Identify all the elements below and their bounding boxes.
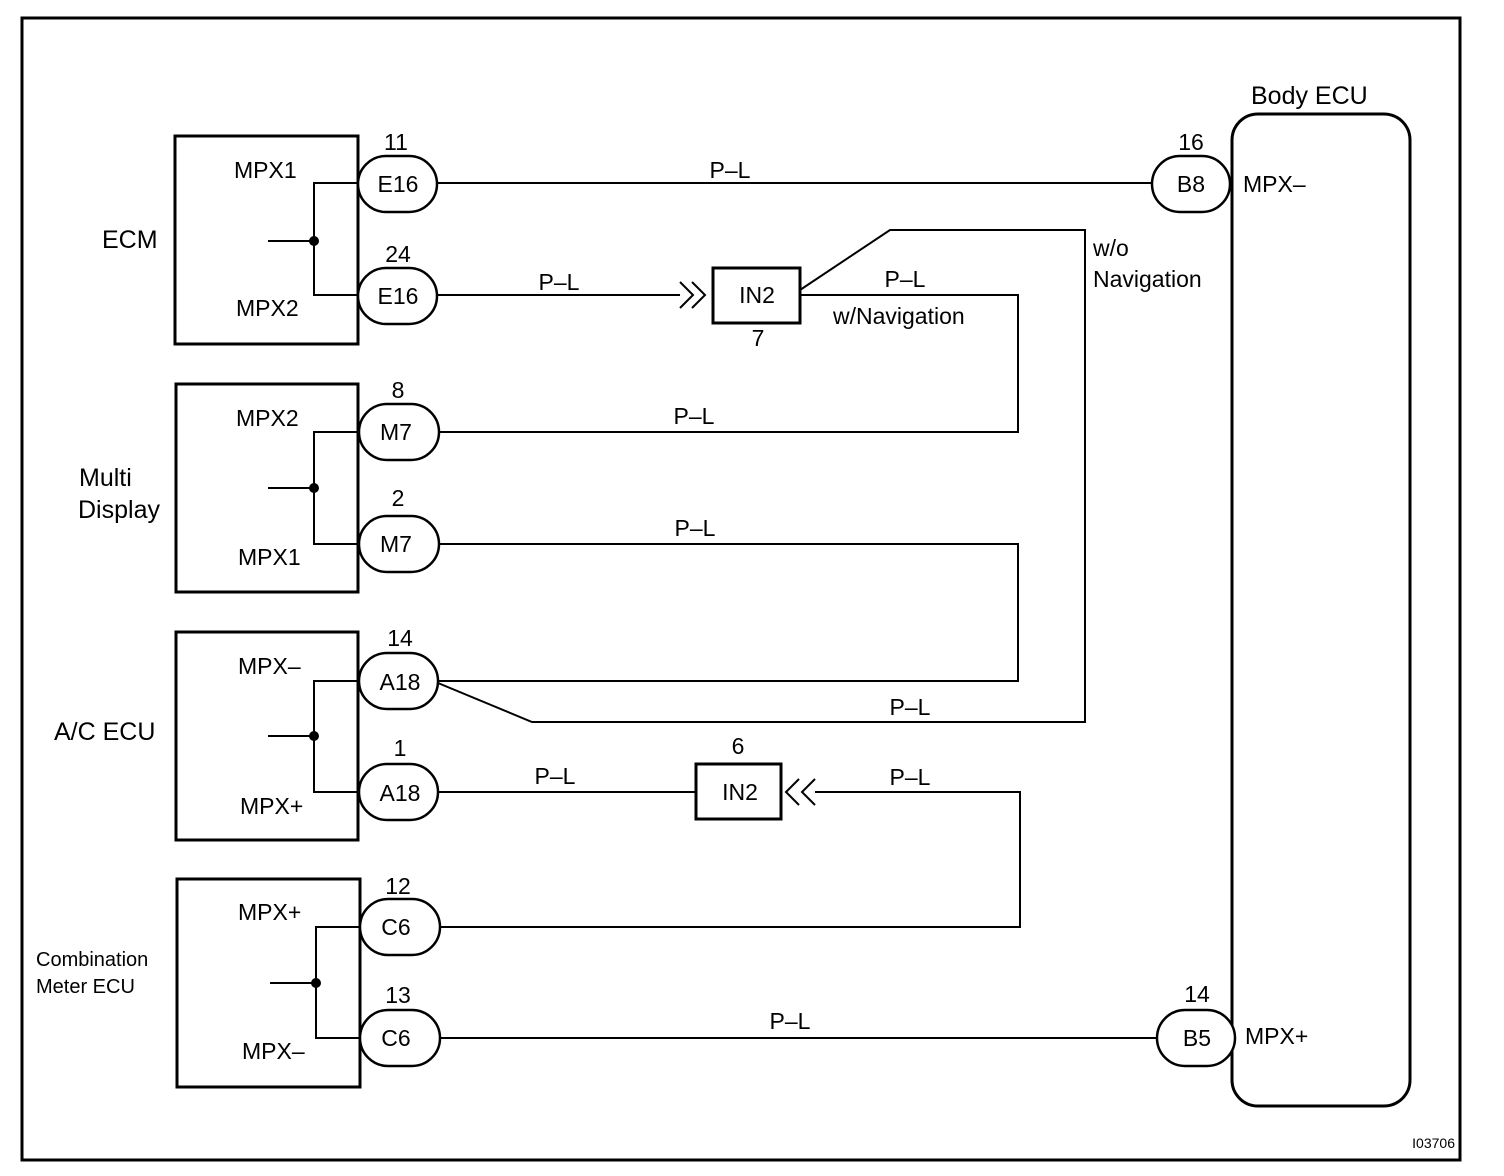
junction-upper-chevron-1 [679, 281, 695, 309]
connector-b5-pin: 14 [1184, 981, 1210, 1007]
connector-c6-bottom-pin: 13 [385, 982, 411, 1008]
wire-color-label: P–L [674, 403, 715, 429]
multi-display-box [174, 382, 360, 594]
junction-upper: IN2 7 [679, 266, 802, 351]
ac-ecu-junction-dot [309, 731, 319, 741]
connector-m7-top-code: M7 [380, 419, 412, 445]
wire-with-navigation [439, 294, 1019, 433]
wire-color-label: P–L [890, 764, 931, 790]
connector-b5 [1155, 1008, 1237, 1068]
junction-lower: IN2 6 [694, 733, 816, 821]
combo-meter-component: Combination Meter ECU MPX+ MPX– C6 12 C6… [36, 873, 442, 1089]
connector-ecm-e16-top [356, 154, 439, 214]
connector-a18-top-code: A18 [380, 669, 421, 695]
combo-meter-label-line1: Combination [36, 949, 148, 971]
wires [437, 182, 1157, 1039]
body-ecu-pin-bottom: MPX+ [1245, 1023, 1308, 1049]
ac-ecu-label: A/C ECU [54, 718, 155, 746]
drawing-id: I03706 [1412, 1135, 1455, 1151]
junction-lower-chevron-1 [784, 778, 800, 806]
combo-meter-pin-top: MPX+ [238, 899, 301, 925]
connector-c6-bottom [358, 1008, 442, 1068]
junction-upper-box [711, 266, 802, 325]
multi-display-pin-top: MPX2 [236, 405, 299, 431]
multi-display-label-line1: Multi [79, 464, 132, 492]
multi-display-component: Multi Display MPX2 MPX1 M7 8 M7 2 [78, 377, 441, 594]
connector-ecm-e16-bottom-code: E16 [378, 283, 419, 309]
wire-color-label: P–L [890, 694, 931, 720]
ecm-pin-top: MPX1 [234, 157, 297, 183]
connector-b8-code: B8 [1177, 171, 1205, 197]
connector-m7-bottom-pin: 2 [392, 485, 405, 511]
combo-meter-junction-dot [311, 978, 321, 988]
ecm-pin-bottom: MPX2 [236, 295, 299, 321]
wire-color-label: P–L [770, 1008, 811, 1034]
junction-upper-code: IN2 [739, 282, 775, 308]
connector-ecm-e16-bottom [356, 266, 439, 326]
multi-display-label-line2: Display [78, 496, 160, 524]
connector-a18-top-pin: 14 [387, 625, 413, 651]
connector-ecm-e16-top-pin: 11 [384, 129, 408, 155]
wire-color-label: P–L [885, 266, 926, 292]
junction-lower-pin: 6 [732, 733, 745, 759]
combo-meter-box [175, 877, 362, 1089]
without-navigation-label-line1: w/o [1092, 235, 1129, 261]
body-ecu-pin-top: MPX– [1243, 171, 1306, 197]
junction-upper-pin: 7 [752, 325, 765, 351]
junction-lower-chevron-2 [800, 778, 816, 806]
connector-a18-top [357, 651, 440, 711]
ecm-junction-dot [309, 236, 319, 246]
multi-display-pin-bottom: MPX1 [238, 544, 301, 570]
diagram-frame [20, 16, 1462, 1162]
connector-ecm-e16-top-code: E16 [378, 171, 419, 197]
connector-c6-top-code: C6 [381, 914, 410, 940]
ecm-component: ECM MPX1 MPX2 E16 11 E16 24 [102, 129, 439, 346]
wire-color-label: P–L [539, 269, 580, 295]
wire-color-label: P–L [535, 763, 576, 789]
ecm-label: ECM [102, 226, 158, 254]
combo-meter-label-line2: Meter ECU [36, 976, 135, 998]
wire-junction-lower-combo-meter [440, 791, 1021, 928]
wire-without-navigation [437, 229, 1086, 723]
wire-multi-display-ac-ecu [439, 543, 1019, 682]
with-navigation-label: w/Navigation [832, 303, 965, 329]
connector-m7-top-pin: 8 [392, 377, 405, 403]
connector-a18-bottom [357, 762, 440, 822]
wire-color-labels: P–L P–L P–L P–L P–L P–L P–L P–L P–L [535, 157, 931, 1034]
connector-b8 [1150, 154, 1232, 214]
connector-a18-bottom-code: A18 [380, 780, 421, 806]
ac-ecu-pin-bottom: MPX+ [240, 793, 303, 819]
connector-m7-bottom [357, 514, 441, 574]
junction-lower-code: IN2 [722, 779, 758, 805]
ac-ecu-pin-top: MPX– [238, 653, 301, 679]
junction-upper-chevron-2 [691, 281, 707, 309]
junction-lower-box [694, 762, 783, 821]
without-navigation-label-line2: Navigation [1093, 266, 1202, 292]
ac-ecu-component: A/C ECU MPX– MPX+ A18 14 A18 1 [54, 625, 440, 842]
connector-m7-bottom-code: M7 [380, 531, 412, 557]
body-ecu-box [1230, 112, 1412, 1108]
wire-color-label: P–L [710, 157, 751, 183]
connector-c6-bottom-code: C6 [381, 1025, 410, 1051]
ac-ecu-box [174, 630, 360, 842]
connector-a18-bottom-pin: 1 [394, 735, 407, 761]
ecm-box [173, 134, 360, 346]
connector-b5-code: B5 [1183, 1025, 1211, 1051]
connector-c6-top-pin: 12 [385, 873, 411, 899]
wire-color-label: P–L [675, 515, 716, 541]
connector-b8-pin: 16 [1178, 129, 1204, 155]
connector-ecm-e16-bottom-pin: 24 [385, 241, 411, 267]
body-ecu-label: Body ECU [1251, 82, 1368, 110]
connector-c6-top [358, 897, 442, 957]
connector-m7-top [357, 402, 441, 462]
combo-meter-pin-bottom: MPX– [242, 1038, 305, 1064]
multi-display-junction-dot [309, 483, 319, 493]
